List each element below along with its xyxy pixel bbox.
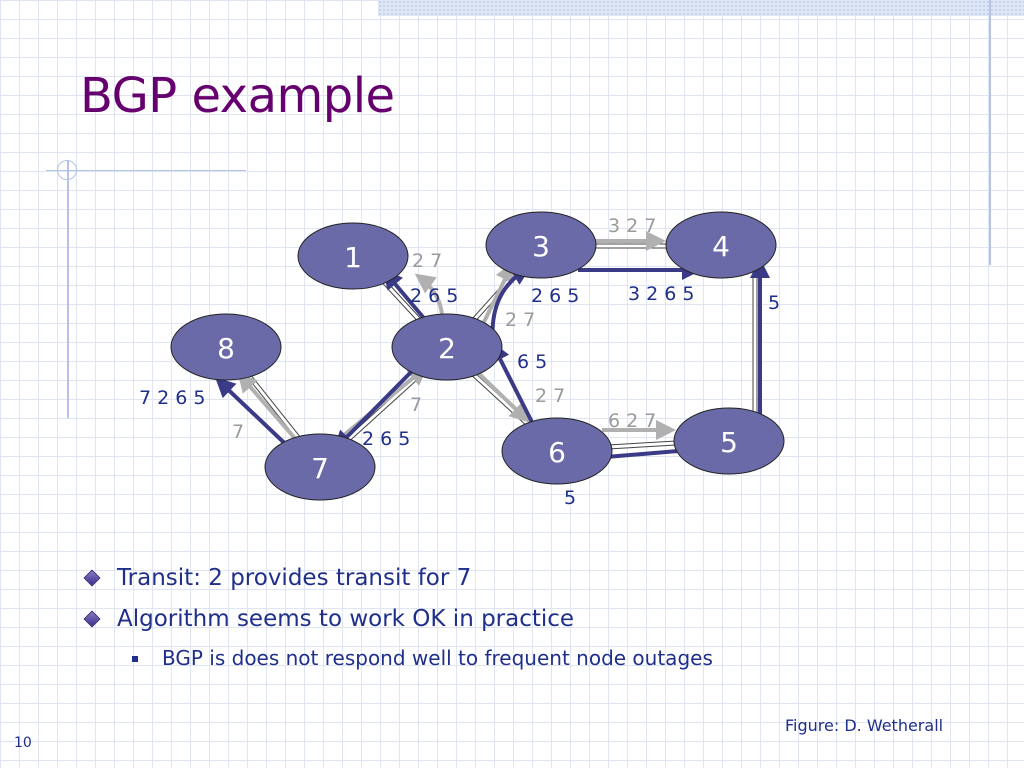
node-5-label: 5	[720, 426, 738, 459]
bullet-item: Algorithm seems to work OK in practice	[83, 603, 575, 644]
label-2-7-b: 2 7	[505, 309, 535, 331]
node-7: 7	[264, 433, 376, 501]
label-7-a: 7	[410, 394, 422, 416]
node-4-label: 4	[712, 230, 730, 263]
page-number: 10	[14, 735, 32, 751]
label-2-7-a: 2 7	[412, 250, 442, 272]
decor-hline-left	[46, 170, 246, 171]
label-3-2-6-5: 3 2 6 5	[628, 283, 694, 305]
sub-bullet-item: BGP is does not respond well to frequent…	[132, 643, 713, 673]
label-2-6-5-c: 2 6 5	[362, 428, 410, 450]
label-2-7-c: 2 7	[535, 385, 565, 407]
label-6-2-7: 6 2 7	[608, 410, 656, 432]
bullet-text: Transit: 2 provides transit for 7	[117, 565, 472, 591]
label-5-a: 5	[768, 292, 780, 314]
node-6: 6	[501, 417, 613, 485]
decor-vline-right	[989, 0, 991, 265]
label-6-5: 6 5	[517, 351, 547, 373]
slide-title: BGP example	[80, 68, 395, 124]
header-decoration	[378, 0, 1024, 16]
node-2: 2	[391, 313, 503, 381]
path-labels: 2 7 2 6 5 2 6 5 3 2 7 3 2 6 5 5 2 7 6 5 …	[139, 215, 780, 509]
node-1-label: 1	[344, 241, 362, 274]
diamond-bullet-icon	[83, 610, 101, 628]
label-2-6-5-b: 2 6 5	[531, 285, 579, 307]
node-8: 8	[170, 313, 282, 381]
node-6-label: 6	[548, 436, 566, 469]
node-4: 4	[665, 211, 777, 279]
label-3-2-7: 3 2 7	[608, 215, 656, 237]
label-7-b: 7	[232, 421, 244, 443]
arrow-2-to-3	[478, 261, 514, 331]
node-5: 5	[673, 407, 785, 475]
node-2-label: 2	[438, 332, 456, 365]
bullet-list: Transit: 2 provides transit for 7 Algori…	[83, 562, 575, 644]
label-2-6-5-a: 2 6 5	[410, 285, 458, 307]
bullet-text: Algorithm seems to work OK in practice	[117, 606, 575, 632]
node-3-label: 3	[532, 230, 550, 263]
node-1: 1	[297, 222, 409, 290]
node-8-label: 8	[217, 332, 235, 365]
square-bullet-icon	[132, 656, 138, 662]
decor-circle	[57, 160, 77, 180]
nodes: 1 2 3 4 5 6 7 8	[170, 211, 785, 501]
label-7-2-6-5: 7 2 6 5	[139, 387, 205, 409]
arrow-2-to-1-blue	[382, 268, 430, 325]
diamond-bullet-icon	[83, 569, 101, 587]
node-3: 3	[485, 211, 597, 279]
decor-vline-left	[67, 160, 69, 418]
sub-bullet-text: BGP is does not respond well to frequent…	[162, 646, 713, 670]
figure-credit: Figure: D. Wetherall	[785, 716, 944, 735]
arrow-6-to-2	[491, 341, 539, 433]
node-7-label: 7	[311, 452, 329, 485]
arrow-2-to-7	[333, 363, 420, 451]
label-5-b: 5	[564, 487, 576, 509]
bullet-item: Transit: 2 provides transit for 7	[83, 562, 574, 603]
